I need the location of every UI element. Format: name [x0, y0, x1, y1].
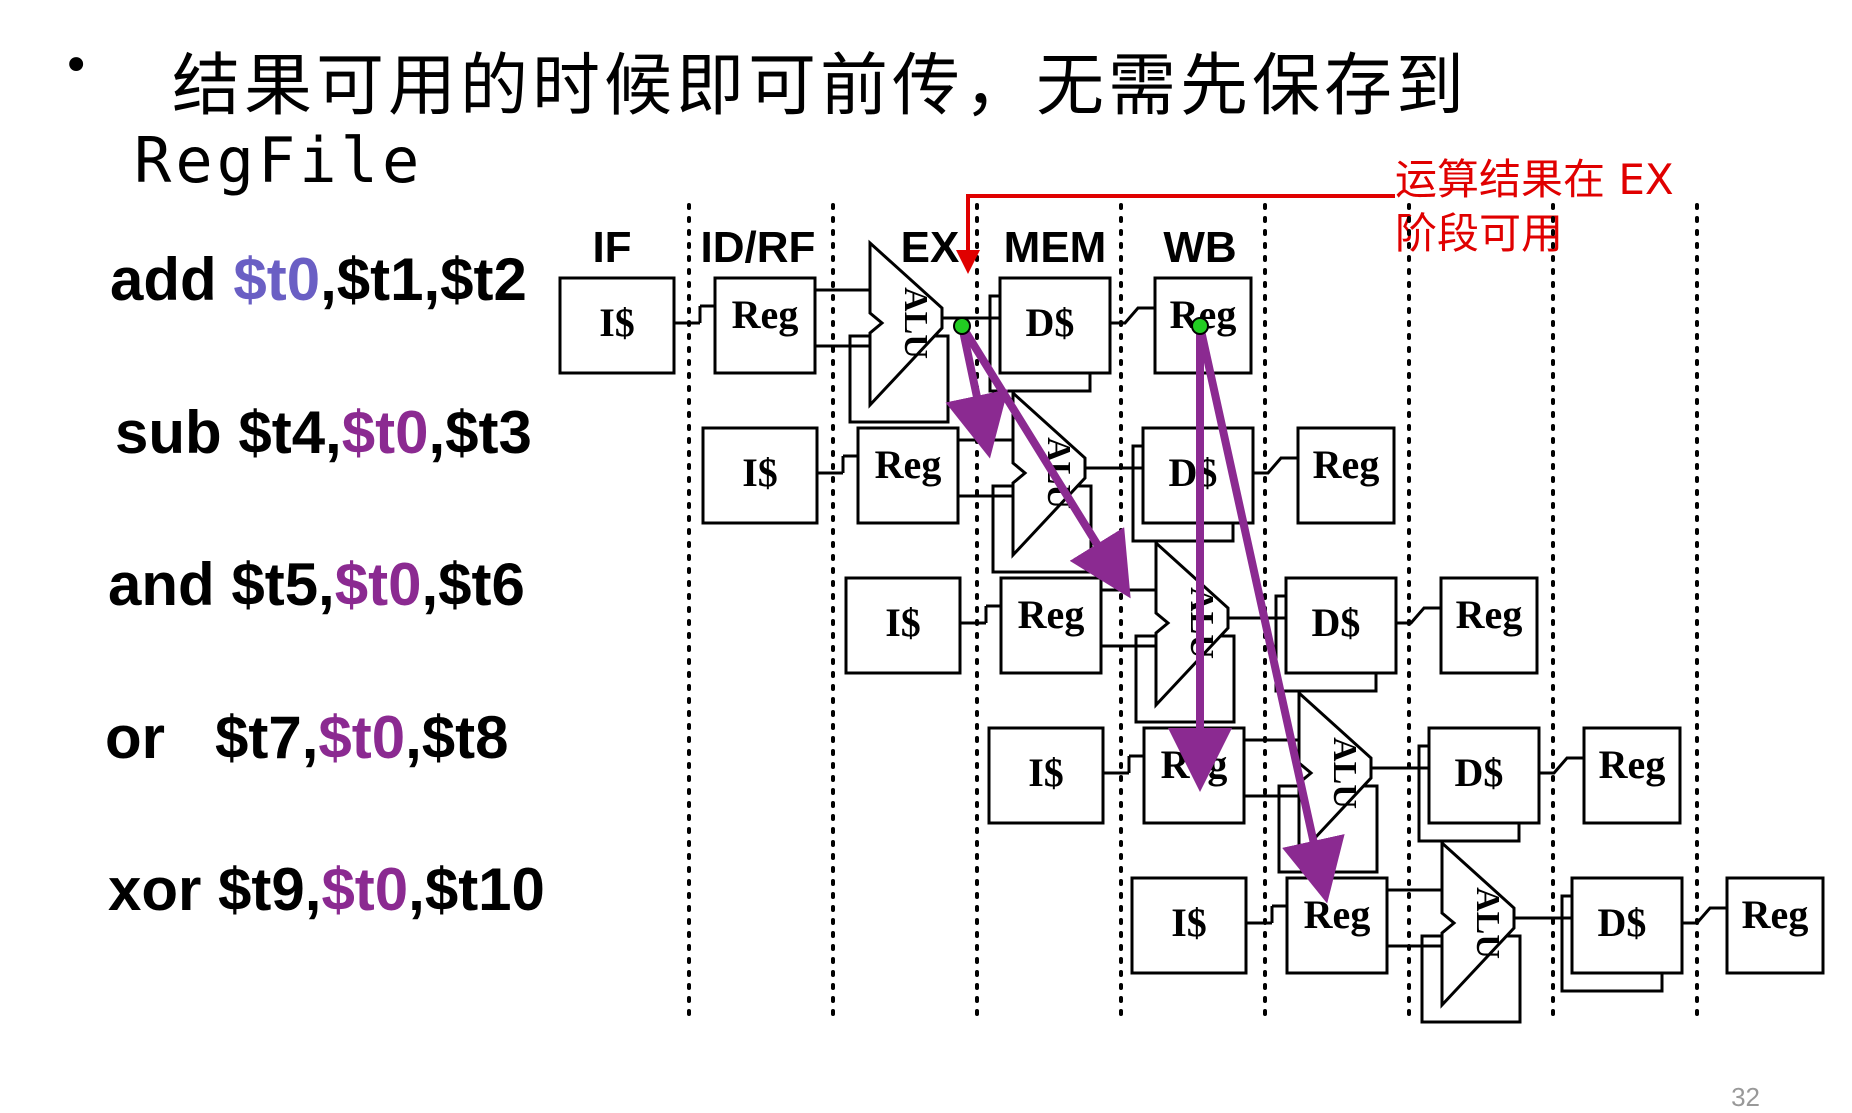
bullet-point: • [62, 38, 91, 94]
instruction-row: xor $t9,$t0,$t10 [108, 855, 545, 924]
forward-arrow-to-xor [1196, 322, 1345, 904]
annotation-line1: 运算结果在 EX [1395, 155, 1674, 204]
highlighted-register: $t0 [233, 246, 321, 313]
stage-label: EX [901, 223, 960, 272]
dcache-label: D$ [1455, 750, 1504, 795]
alu-label: ALU [1469, 887, 1506, 959]
icache-label: I$ [742, 450, 778, 495]
dcache-label: D$ [1598, 900, 1647, 945]
icache-box [558, 276, 676, 375]
instruction-row: add $t0,$t1,$t2 [110, 245, 527, 314]
register-label: Reg [1456, 592, 1523, 637]
forward-source-dot [953, 317, 971, 335]
icache-label: I$ [1028, 750, 1064, 795]
instruction-prefix: or $t7, [105, 704, 319, 771]
forward-arrow-to-sub [945, 322, 1009, 459]
register-label: Reg [1599, 742, 1666, 787]
pipeline-row: I$ Reg ALU D$ Reg [1130, 839, 1825, 1024]
alu-block [1297, 689, 1373, 859]
icache-box [987, 726, 1105, 825]
highlighted-register: $t0 [318, 704, 406, 771]
instruction-row: sub $t4,$t0,$t3 [115, 398, 532, 467]
register-label: Reg [1161, 742, 1228, 787]
pipeline-row: I$ Reg ALU D$ Reg [987, 689, 1682, 874]
register-file-box [856, 426, 960, 525]
icache-box [844, 576, 962, 675]
slide-title-line1: 结果可用的时候即可前传，无需先保存到 [172, 47, 1469, 126]
icache-label: I$ [599, 300, 635, 345]
instruction-prefix: sub $t4, [115, 399, 342, 466]
highlighted-register: $t0 [321, 856, 409, 923]
writeback-register-box [1439, 576, 1539, 675]
forwarding-arrows [945, 194, 1395, 904]
slide-title-line2: RegFile [134, 124, 424, 197]
alu-label: ALU [897, 287, 934, 359]
register-label: Reg [875, 442, 942, 487]
dcache-label: D$ [1312, 600, 1361, 645]
instruction-prefix: and $t5, [108, 551, 335, 618]
wire [1110, 306, 1155, 325]
instruction-row: and $t5,$t0,$t6 [108, 550, 525, 619]
stage-label: IF [592, 223, 631, 272]
register-file-box [713, 276, 817, 375]
wire [1539, 756, 1584, 775]
dcache-box [1570, 876, 1684, 975]
icache-box [1130, 876, 1248, 975]
annotation-arrow [956, 194, 1395, 274]
wire [1253, 456, 1298, 475]
alu-block [1154, 539, 1230, 709]
stage-label: MEM [1004, 223, 1107, 272]
alu-label: ALU [1326, 737, 1363, 809]
instruction-suffix: ,$t3 [428, 399, 532, 466]
stage-labels: IF ID/RF EX MEM WB [592, 223, 1236, 272]
instruction-suffix: ,$t10 [408, 856, 545, 923]
writeback-register-box [1725, 876, 1825, 975]
dcache-label: D$ [1026, 300, 1075, 345]
dcache-box [1427, 726, 1541, 825]
icache-box [701, 426, 819, 525]
alu-block [1440, 839, 1516, 1009]
register-label: Reg [1742, 892, 1809, 937]
dcache-box [998, 276, 1112, 375]
instruction-row: or $t7,$t0,$t8 [105, 703, 509, 772]
page-number: 32 [1731, 1082, 1760, 1112]
forward-source-dot [1191, 317, 1209, 335]
wire [1682, 906, 1727, 925]
writeback-register-box [1582, 726, 1682, 825]
stage-divider-lines [687, 203, 1699, 1022]
dcache-label: D$ [1169, 450, 1218, 495]
icache-label: I$ [885, 600, 921, 645]
register-label: Reg [1304, 892, 1371, 937]
register-label: Reg [1313, 442, 1380, 487]
instruction-prefix: xor $t9, [108, 856, 322, 923]
instruction-prefix: add [110, 246, 234, 313]
instruction-suffix: ,$t1,$t2 [320, 246, 527, 313]
annotation-line2: 阶段可用 [1395, 209, 1564, 258]
dcache-box [1284, 576, 1398, 675]
forward-arrow-to-and [958, 322, 1131, 599]
instruction-suffix: ,$t6 [421, 551, 525, 618]
highlighted-register: $t0 [341, 399, 429, 466]
stage-label: ID/RF [701, 223, 816, 272]
register-file-box [999, 576, 1103, 675]
stage-label: WB [1163, 223, 1236, 272]
instruction-suffix: ,$t8 [405, 704, 509, 771]
wire [1396, 606, 1441, 625]
register-label: Reg [1018, 592, 1085, 637]
highlighted-register: $t0 [334, 551, 422, 618]
icache-label: I$ [1171, 900, 1207, 945]
writeback-register-box [1296, 426, 1396, 525]
register-label: Reg [732, 292, 799, 337]
alu-block [868, 239, 944, 409]
